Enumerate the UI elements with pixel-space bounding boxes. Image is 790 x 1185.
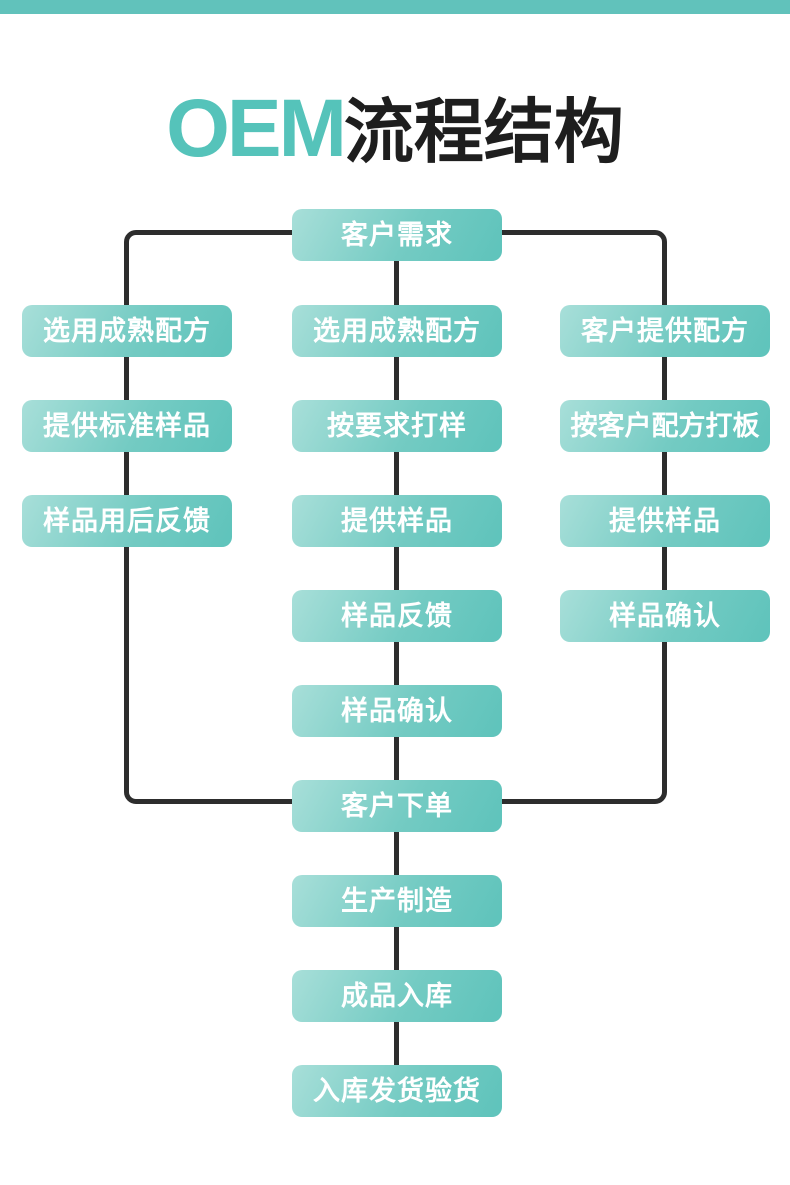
node-select-mature-formula-left: 选用成熟配方 — [22, 305, 232, 357]
node-sample-feedback: 样品反馈 — [292, 590, 502, 642]
node-customer-provides-formula: 客户提供配方 — [560, 305, 770, 357]
node-production: 生产制造 — [292, 875, 502, 927]
node-board-per-customer-formula: 按客户配方打板 — [560, 400, 770, 452]
node-sample-confirm-mid: 样品确认 — [292, 685, 502, 737]
title-chinese: 流程结构 — [343, 93, 624, 171]
node-sample-per-request: 按要求打样 — [292, 400, 502, 452]
node-customer-order: 客户下单 — [292, 780, 502, 832]
node-customer-demand: 客户需求 — [292, 209, 502, 261]
top-accent-bar — [0, 0, 790, 14]
node-provide-standard-sample: 提供标准样品 — [22, 400, 232, 452]
page-title: OEM流程结构 — [0, 88, 790, 170]
title-oem: OEM — [166, 83, 347, 174]
node-sample-usage-feedback: 样品用后反馈 — [22, 495, 232, 547]
connector-middle-line — [394, 238, 399, 1065]
node-sample-confirm-right: 样品确认 — [560, 590, 770, 642]
node-finished-goods-warehousing: 成品入库 — [292, 970, 502, 1022]
node-provide-sample-right: 提供样品 — [560, 495, 770, 547]
node-provide-sample-mid: 提供样品 — [292, 495, 502, 547]
node-select-mature-formula-mid: 选用成熟配方 — [292, 305, 502, 357]
node-warehouse-shipping-inspection: 入库发货验货 — [292, 1065, 502, 1117]
